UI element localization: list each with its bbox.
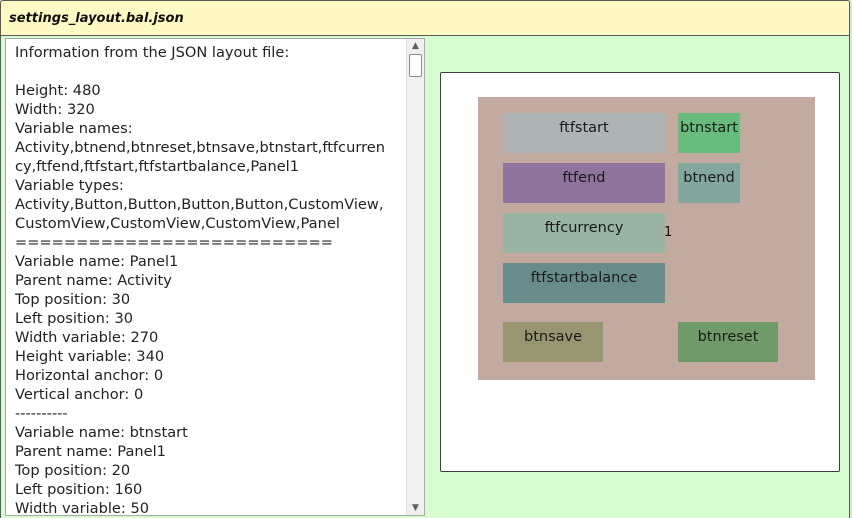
btnstart-button[interactable]: btnstart <box>678 113 740 153</box>
info-line: Width: 320 <box>15 100 401 119</box>
info-line: Left position: 30 <box>15 309 401 328</box>
layout-info-text: Information from the JSON layout file: H… <box>15 43 401 516</box>
info-line: cy,ftfend,ftfstart,ftfstartbalance,Panel… <box>15 157 401 176</box>
btnreset-button[interactable]: btnreset <box>678 322 778 362</box>
layout-info-textarea[interactable]: Information from the JSON layout file: H… <box>5 38 425 516</box>
window-titlebar: settings_layout.bal.json <box>0 0 850 36</box>
panel1-view: ftfstart btnstart ftfend btnend ftfcurre… <box>478 97 815 380</box>
info-line: CustomView,CustomView,CustomView,Panel <box>15 214 401 233</box>
btnend-button[interactable]: btnend <box>678 163 740 203</box>
ftfstart-view[interactable]: ftfstart <box>503 113 665 153</box>
info-line: Parent name: Activity <box>15 271 401 290</box>
scroll-down-arrow-icon[interactable]: ▼ <box>407 501 424 515</box>
info-line: Parent name: Panel1 <box>15 442 401 461</box>
info-line: Variable name: Panel1 <box>15 252 401 271</box>
info-line: Height variable: 340 <box>15 347 401 366</box>
window-title: settings_layout.bal.json <box>9 11 184 26</box>
ftfstartbalance-view[interactable]: ftfstartbalance <box>503 263 665 303</box>
info-line: Activity,btnend,btnreset,btnsave,btnstar… <box>15 138 401 157</box>
info-line: Information from the JSON layout file: <box>15 43 401 62</box>
info-line: Variable name: btnstart <box>15 423 401 442</box>
info-line: Left position: 160 <box>15 480 401 499</box>
info-line: Vertical anchor: 0 <box>15 385 401 404</box>
info-line: Top position: 30 <box>15 290 401 309</box>
layout-preview: ftfstart btnstart ftfend btnend ftfcurre… <box>440 72 840 472</box>
info-line: Activity,Button,Button,Button,Button,Cus… <box>15 195 401 214</box>
info-line: Top position: 20 <box>15 461 401 480</box>
ftfend-view[interactable]: ftfend <box>503 163 665 203</box>
info-line: Width variable: 50 <box>15 499 401 516</box>
ftfcurrency-view[interactable]: ftfcurrency <box>503 213 665 253</box>
info-line: ========================== <box>15 233 401 252</box>
info-line: Variable types: <box>15 176 401 195</box>
info-line: Height: 480 <box>15 81 401 100</box>
info-line: Variable names: <box>15 119 401 138</box>
scroll-up-arrow-icon[interactable]: ▲ <box>407 39 424 53</box>
info-line: ---------- <box>15 404 401 423</box>
vertical-scrollbar[interactable]: ▲ ▼ <box>406 39 424 515</box>
btnsave-button[interactable]: btnsave <box>503 322 603 362</box>
stray-glyph: 1 <box>664 225 672 240</box>
info-line: Horizontal anchor: 0 <box>15 366 401 385</box>
info-line: Width variable: 270 <box>15 328 401 347</box>
info-line <box>15 62 401 81</box>
scroll-thumb[interactable] <box>409 54 422 77</box>
